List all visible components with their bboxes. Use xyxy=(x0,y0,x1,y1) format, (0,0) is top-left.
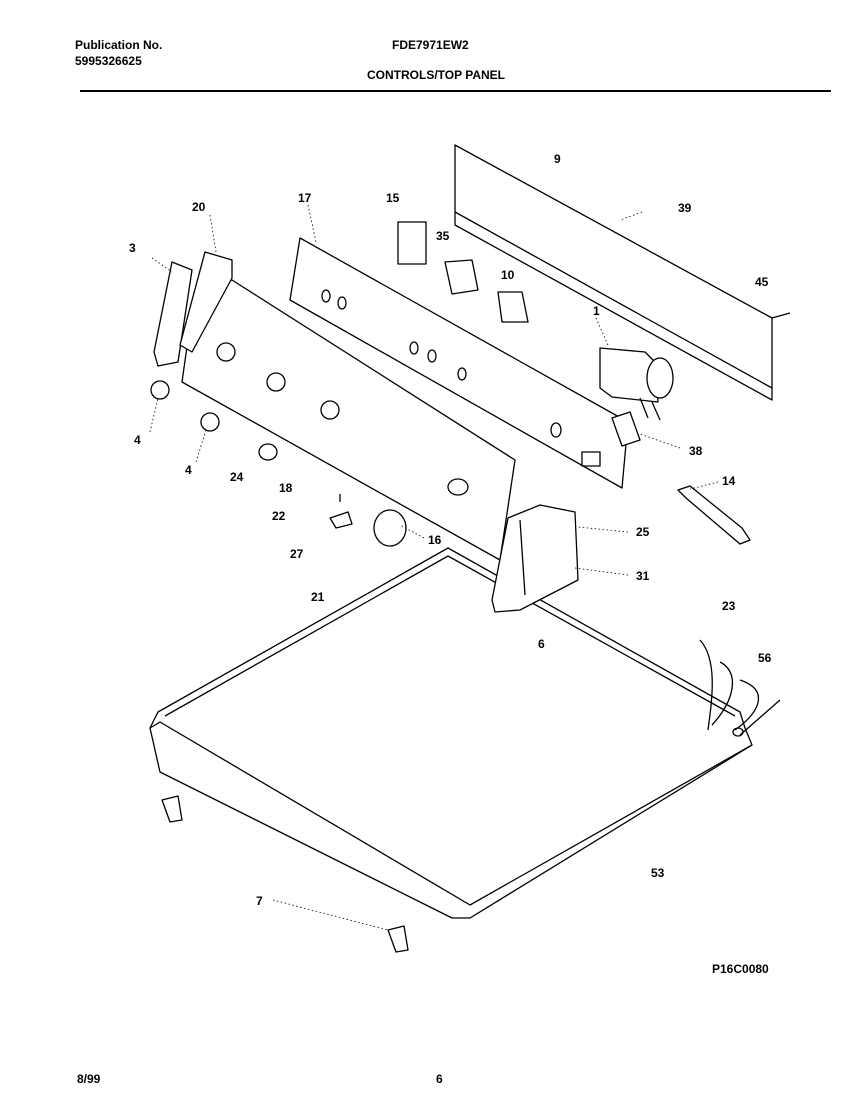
callout-20: 20 xyxy=(192,200,206,214)
callout-16: 16 xyxy=(428,533,442,547)
callout-56: 56 xyxy=(758,651,772,665)
bezel-part xyxy=(258,443,278,461)
callout-24: 24 xyxy=(230,470,244,484)
bracket-part xyxy=(179,251,233,353)
callout-39: 39 xyxy=(678,201,692,215)
switch-10-part xyxy=(497,291,529,323)
callout-22: 22 xyxy=(272,509,286,523)
callout-7: 7 xyxy=(256,894,263,908)
leveling-leg-part-1 xyxy=(161,795,183,823)
small-part-22 xyxy=(329,511,353,529)
callout-4-b: 4 xyxy=(185,463,192,477)
control-panel-backplate-part xyxy=(289,237,629,489)
knob-part-1 xyxy=(150,380,170,400)
callout-6: 6 xyxy=(538,637,545,651)
rear-panel-part xyxy=(454,144,791,401)
wire-part xyxy=(677,485,751,545)
timer-knob-part xyxy=(373,509,407,547)
top-panel-part xyxy=(149,547,753,919)
callout-23: 23 xyxy=(722,599,736,613)
callout-3: 3 xyxy=(129,241,136,255)
footer-date: 8/99 xyxy=(77,1072,101,1086)
knob-part-2 xyxy=(200,412,220,432)
callout-31: 31 xyxy=(636,569,650,583)
section-title: CONTROLS/TOP PANEL xyxy=(367,68,506,82)
callout-38: 38 xyxy=(689,444,703,458)
harness-part xyxy=(699,639,760,731)
callout-25: 25 xyxy=(636,525,650,539)
publication-number: 5995326625 xyxy=(75,54,142,68)
switch-35-part xyxy=(444,259,479,295)
page-number: 6 xyxy=(436,1072,443,1086)
callout-45: 45 xyxy=(755,275,769,289)
callout-4-a: 4 xyxy=(134,433,141,447)
callout-14: 14 xyxy=(722,474,736,488)
publication-label: Publication No. xyxy=(75,38,163,52)
callout-17: 17 xyxy=(298,191,312,205)
harness-bracket-part xyxy=(611,411,641,447)
header-rule xyxy=(80,90,831,92)
callout-53: 53 xyxy=(651,866,665,880)
callout-27: 27 xyxy=(290,547,304,561)
end-cap-right-part xyxy=(491,504,579,613)
leader-lines xyxy=(149,204,719,931)
timer-part xyxy=(599,347,674,421)
callout-15: 15 xyxy=(386,191,400,205)
leveling-leg-part-2 xyxy=(387,925,409,953)
callout-21: 21 xyxy=(311,590,325,604)
callout-10: 10 xyxy=(501,268,515,282)
model-number: FDE7971EW2 xyxy=(392,38,469,52)
callout-9: 9 xyxy=(554,152,561,166)
callout-18: 18 xyxy=(279,481,293,495)
callout-35: 35 xyxy=(436,229,450,243)
switch-part xyxy=(397,221,427,265)
callout-1: 1 xyxy=(593,304,600,318)
diagram-code: P16C0080 xyxy=(712,962,769,976)
end-cap-left-part xyxy=(153,261,193,367)
